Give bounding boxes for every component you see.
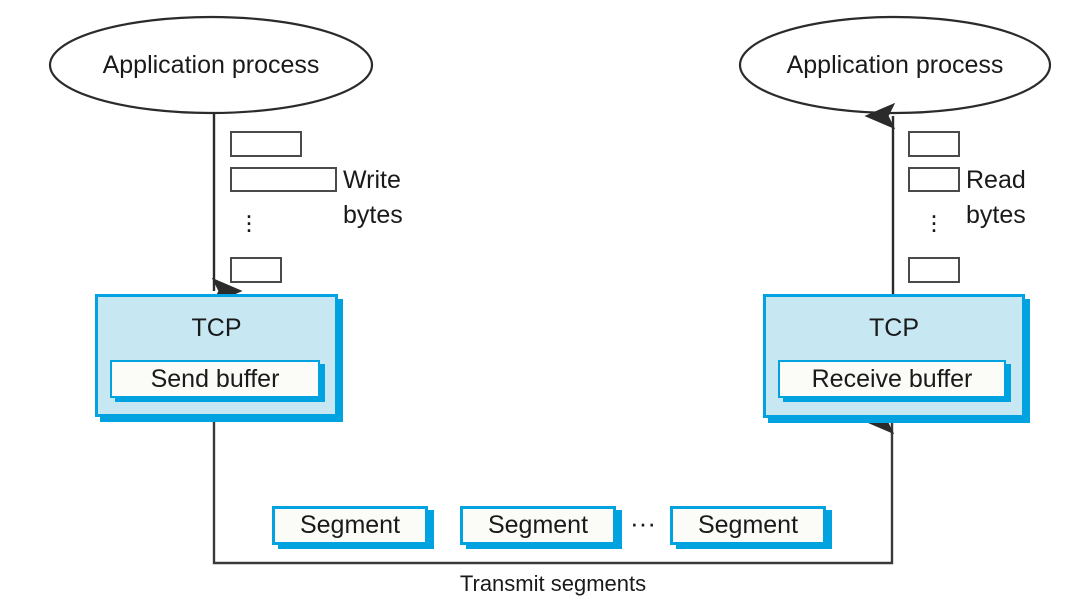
receive-buffer-label: Receive buffer <box>811 364 973 393</box>
write-ellipsis-dot-1: . <box>245 194 253 224</box>
segment-box-3: Segment <box>670 506 826 545</box>
read-byte-box-1 <box>908 131 960 157</box>
write-byte-box-1 <box>230 131 302 157</box>
transmit-path <box>212 407 895 565</box>
read-ellipsis-dot-1: . <box>930 194 938 224</box>
transmit-segments-label: Transmit segments <box>459 571 647 596</box>
send-buffer-label: Send buffer <box>150 364 280 393</box>
sender-tcp-box: TCP <box>95 294 338 417</box>
segment-label-2: Segment <box>487 511 589 540</box>
read-bytes-label-line1: Read <box>966 166 1026 194</box>
write-bytes-label-line1: Write <box>343 166 401 194</box>
left-process-node: Application process <box>50 17 372 113</box>
right-process-label: Application process <box>786 50 1004 79</box>
write-ellipsis-dot-2: . <box>245 201 253 231</box>
right-process-node: Application process <box>740 17 1050 113</box>
write-byte-box-3 <box>230 257 282 283</box>
write-bytes-label-line2: bytes <box>343 201 403 229</box>
read-ellipsis-dot-3: . <box>930 208 938 238</box>
left-process-ellipse <box>48 15 374 115</box>
write-byte-box-2 <box>230 167 337 192</box>
read-ellipsis-dot-2: . <box>930 201 938 231</box>
segment-label-1: Segment <box>299 511 401 540</box>
read-byte-box-3 <box>908 257 960 283</box>
receive-buffer-box: Receive buffer <box>778 360 1006 398</box>
segment-label-3: Segment <box>697 511 799 540</box>
sender-tcp-label: TCP <box>191 314 242 342</box>
read-bytes-ellipsis: . . . <box>923 194 945 238</box>
receiver-tcp-label: TCP <box>869 314 919 342</box>
left-process-label: Application process <box>102 50 320 79</box>
segment-box-1: Segment <box>272 506 428 545</box>
write-bytes-ellipsis: . . . <box>238 194 260 238</box>
read-bytes-label-line2: bytes <box>966 201 1026 229</box>
receiver-tcp-box: TCP <box>763 294 1025 418</box>
send-buffer-box: Send buffer <box>110 360 320 398</box>
segments-ellipsis: ··· <box>630 508 656 538</box>
write-ellipsis-dot-3: . <box>245 208 253 238</box>
read-byte-box-2 <box>908 167 960 192</box>
segment-box-2: Segment <box>460 506 616 545</box>
